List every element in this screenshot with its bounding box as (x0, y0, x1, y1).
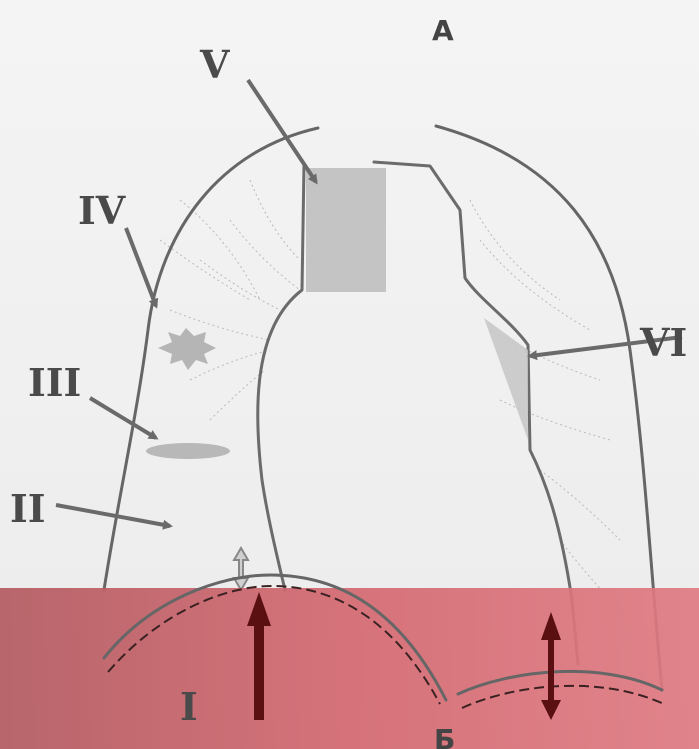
label-III: III (28, 360, 81, 405)
label-VI: VI (639, 320, 687, 365)
starburst-lesion (158, 328, 216, 370)
inner-left-wall (258, 165, 304, 590)
arrow-III (90, 398, 156, 438)
label-I: I (180, 684, 198, 729)
arrow-II (56, 505, 170, 526)
label-II: II (10, 486, 46, 531)
texture-left (160, 180, 300, 420)
arrow-IV (126, 228, 156, 306)
label-IV: IV (78, 188, 127, 233)
highlight-band (0, 588, 699, 749)
shaded-block (306, 168, 386, 292)
label-B: Б (434, 723, 455, 749)
ellipse-lesion (146, 443, 230, 459)
label-V: V (199, 42, 231, 87)
small-double-arrow (234, 548, 248, 590)
label-A: A (432, 14, 454, 47)
